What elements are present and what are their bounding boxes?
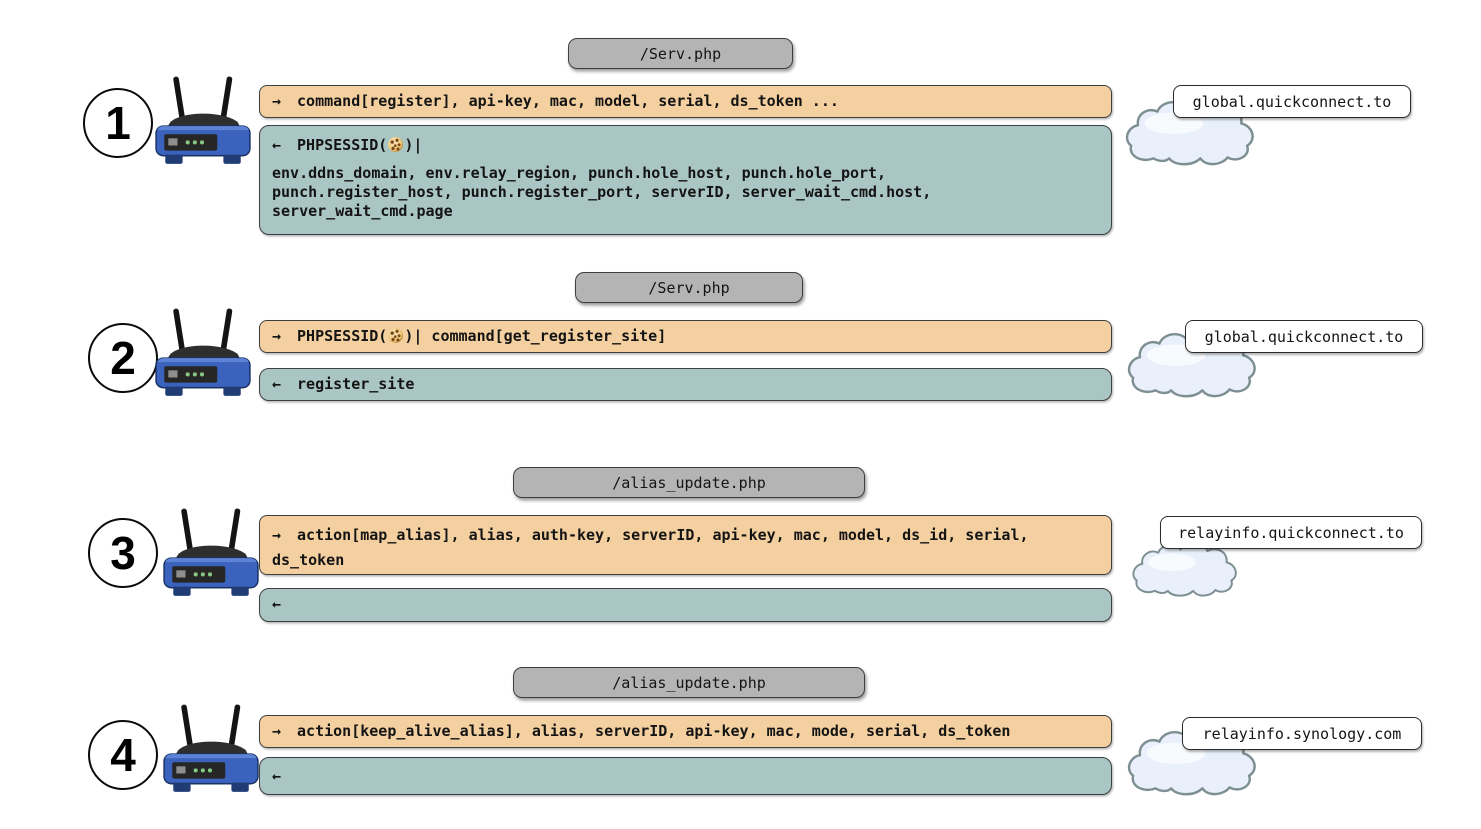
endpoint-label: /Serv.php <box>575 272 803 303</box>
request-box: → command[register], api-key, mac, model,… <box>259 85 1112 118</box>
cookie-icon <box>388 328 404 343</box>
hostname: global.quickconnect.to <box>1192 92 1392 111</box>
request-box: → action[keep_alive_alias], alias, server… <box>259 715 1112 748</box>
response-text: )| <box>404 136 423 154</box>
request-box: →action[map_alias], alias, auth-key, ser… <box>259 515 1112 575</box>
endpoint-path: /alias_update.php <box>612 473 766 492</box>
step-number-badge: 1 <box>83 88 153 158</box>
step-number: 1 <box>105 97 131 149</box>
request-params: action[keep_alive_alias], alias, serverI… <box>297 722 1011 740</box>
response-text: PHPSESSID( <box>297 136 388 154</box>
response-box: ← register_site <box>259 368 1112 401</box>
step-number-badge: 2 <box>88 323 158 393</box>
cloud-icon <box>1114 540 1262 602</box>
router-icon <box>160 702 262 796</box>
request-params: )| command[get_register_site] <box>404 327 667 345</box>
request-params: PHPSESSID( <box>297 327 388 345</box>
router-icon-svg <box>155 76 251 164</box>
response-params-line: env.ddns_domain, env.relay_region, punch… <box>272 164 887 182</box>
router-icon <box>152 74 254 168</box>
left-arrow-icon: ← <box>272 767 282 785</box>
response-params-line: punch.register_host, punch.register_port… <box>272 183 932 201</box>
endpoint-path: /Serv.php <box>639 44 722 63</box>
left-arrow-icon: ← <box>272 375 282 393</box>
host-label: global.quickconnect.to <box>1173 85 1411 118</box>
left-arrow-icon: ← <box>272 595 282 613</box>
response-params-line: server_wait_cmd.page <box>272 202 453 220</box>
step-number-badge: 4 <box>88 720 158 790</box>
response-session-line: ← PHPSESSID( )| <box>272 135 1099 155</box>
request-box: → PHPSESSID( )| command[get_register_site] <box>259 320 1112 353</box>
right-arrow-icon: → <box>272 327 282 345</box>
hostname: global.quickconnect.to <box>1204 327 1404 346</box>
response-params: register_site <box>297 375 415 393</box>
request-params: action[map_alias], alias, auth-key, serv… <box>272 526 1029 569</box>
hostname: relayinfo.synology.com <box>1202 724 1402 743</box>
endpoint-label: /alias_update.php <box>513 467 865 498</box>
cookie-icon <box>388 137 404 152</box>
step-number: 4 <box>110 729 136 781</box>
router-icon <box>152 306 254 400</box>
left-arrow-icon: ← <box>272 136 282 154</box>
step-number-badge: 3 <box>88 518 158 588</box>
endpoint-label: /alias_update.php <box>513 667 865 698</box>
request-params: command[register], api-key, mac, model, … <box>297 92 839 110</box>
step-number: 2 <box>110 332 136 384</box>
hostname: relayinfo.quickconnect.to <box>1178 523 1404 542</box>
response-box: ← PHPSESSID( )| env.ddns_domain, env.relay… <box>259 125 1112 235</box>
right-arrow-icon: → <box>272 92 282 110</box>
endpoint-path: /alias_update.php <box>612 673 766 692</box>
response-box: ← <box>259 757 1112 795</box>
host-label: relayinfo.synology.com <box>1182 717 1422 750</box>
step-number: 3 <box>110 527 136 579</box>
response-box: ← <box>259 588 1112 622</box>
router-icon <box>160 506 262 600</box>
host-label: global.quickconnect.to <box>1185 320 1423 353</box>
host-label: relayinfo.quickconnect.to <box>1160 516 1422 549</box>
right-arrow-icon: → <box>272 526 282 544</box>
endpoint-path: /Serv.php <box>648 278 730 297</box>
right-arrow-icon: → <box>272 722 282 740</box>
endpoint-label: /Serv.php <box>568 38 793 69</box>
